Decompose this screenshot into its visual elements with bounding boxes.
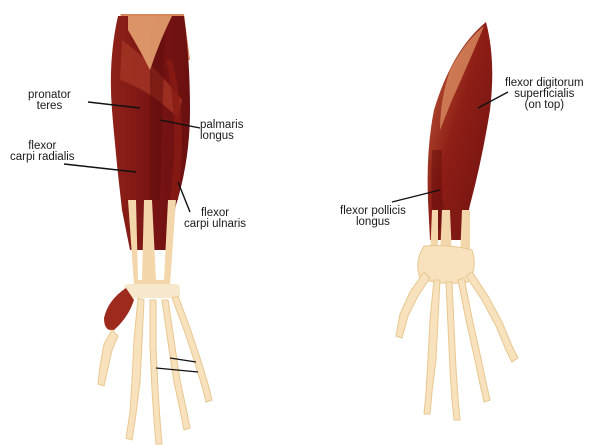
label-fds-line3: (on top) [505,100,584,111]
label-pronator-teres: pronator teres [28,90,71,112]
label-flexor-carpi-ulnaris: flexor carpi ulnaris [184,208,246,230]
left-thenar-muscle [104,288,134,330]
label-flexor-carpi-radialis: flexor carpi radialis [10,141,75,163]
label-pronator-teres-line2: teres [28,101,71,112]
left-wrist-retinaculum [124,284,180,298]
label-palmaris-longus-line2: longus [200,131,243,142]
label-palmaris-longus: palmaris longus [200,120,243,142]
left-tendons [128,200,176,285]
right-hand-bones [396,272,518,420]
label-flexor-carpi-ulnaris-line2: carpi ulnaris [184,219,246,230]
label-flexor-digitorum-superficialis: flexor digitorum superficialis (on top) [505,78,584,111]
right-forearm [396,22,518,420]
label-flexor-pollicis-longus-line2: longus [340,217,406,228]
label-flexor-carpi-radialis-line2: carpi radialis [10,152,75,163]
label-flexor-pollicis-longus: flexor pollicis longus [340,206,406,228]
